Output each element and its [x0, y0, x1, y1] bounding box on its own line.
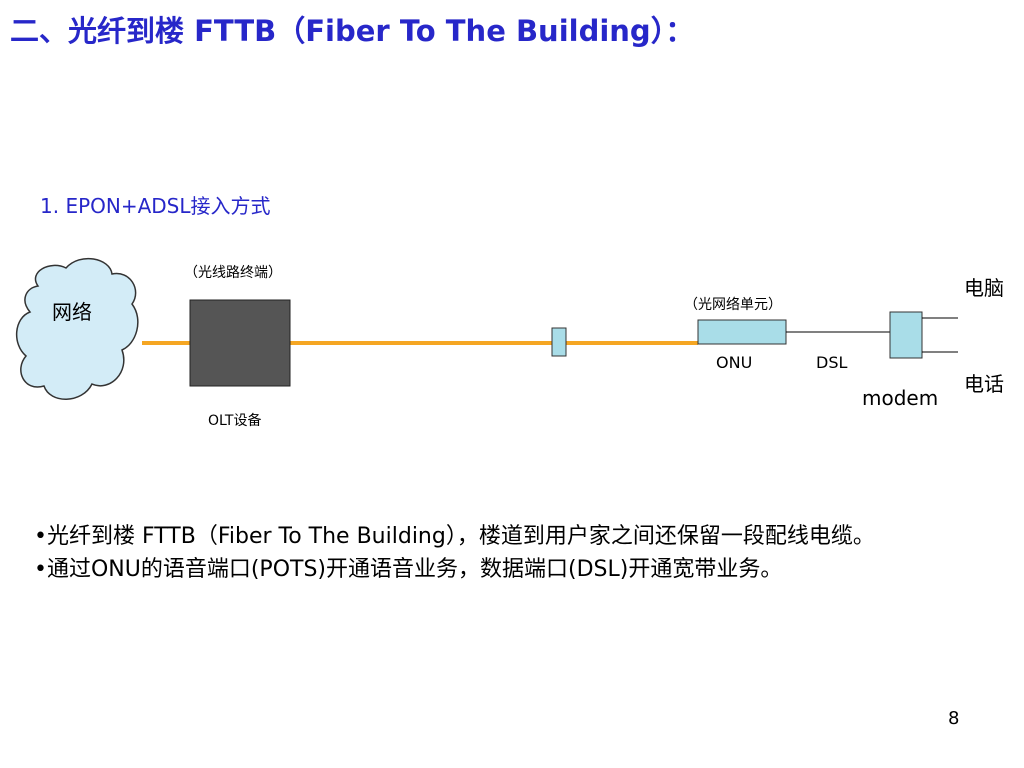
modem-label: modem	[862, 386, 939, 410]
slide-title: 二、光纤到楼 FTTB（Fiber To The Building）：	[10, 14, 695, 48]
body-bullet: •光纤到楼 FTTB（Fiber To The Building），楼道到用户家…	[34, 524, 875, 549]
network-cloud	[16, 257, 139, 400]
onu-caption: （光网络单元）	[684, 297, 782, 313]
olt-chassis	[189, 299, 291, 387]
splitter-box	[551, 327, 567, 357]
olt-caption: （光线路终端）	[184, 265, 282, 281]
onu-box	[697, 319, 787, 345]
body-bullets: •光纤到楼 FTTB（Fiber To The Building），楼道到用户家…	[34, 520, 994, 586]
computer-label: 电脑	[964, 276, 1004, 300]
phone-label: 电话	[964, 372, 1004, 396]
modem-box	[889, 311, 923, 359]
network-label: 网络	[52, 300, 92, 324]
onu-label: ONU	[716, 353, 753, 372]
dsl-label: DSL	[816, 353, 848, 372]
page-number: 8	[948, 708, 960, 729]
olt-label: OLT设备	[208, 413, 262, 429]
body-bullet: •通过ONU的语音端口(POTS)开通语音业务，数据端口(DSL)开通宽带业务。	[34, 557, 783, 582]
section-subtitle: 1. EPON+ADSL接入方式	[40, 194, 271, 218]
